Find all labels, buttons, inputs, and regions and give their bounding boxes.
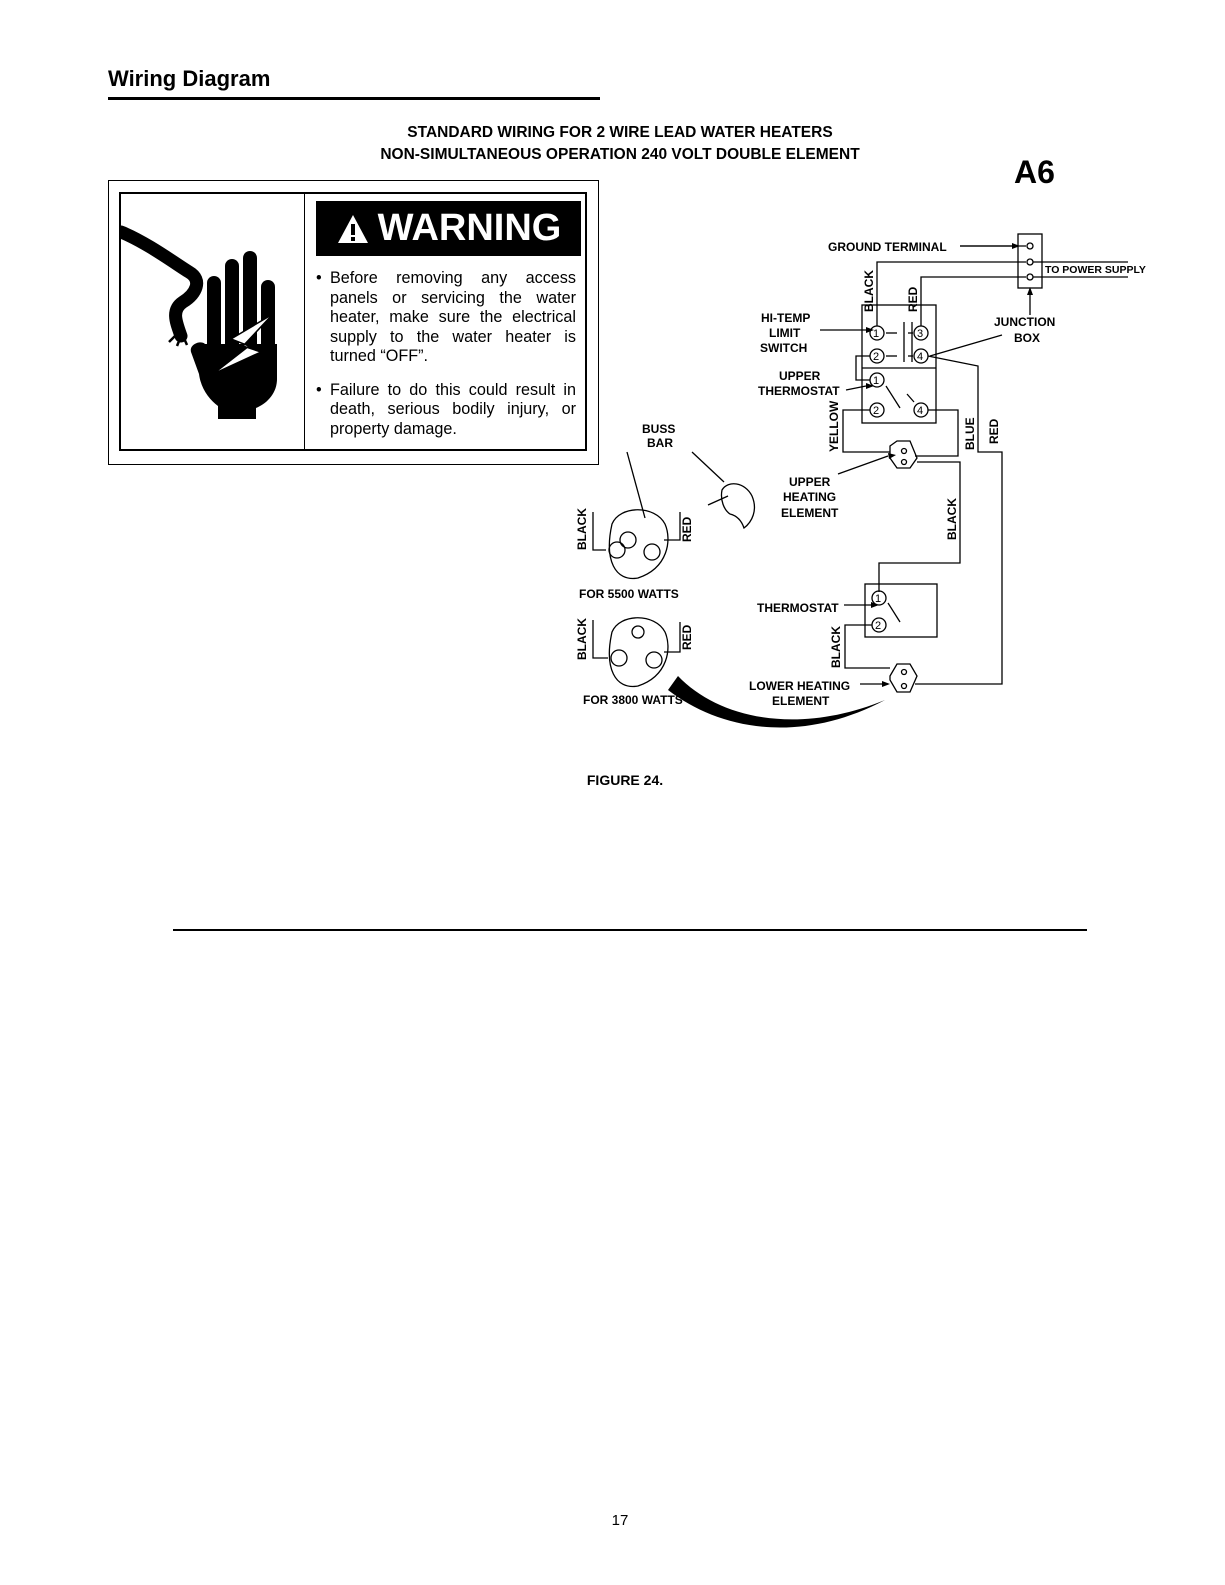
terminal-number: 1	[875, 593, 881, 605]
label-for-3800-watts: FOR 3800 WATTS	[583, 693, 683, 707]
label-junction: JUNCTION	[994, 315, 1055, 329]
label-box: BOX	[1014, 331, 1040, 345]
wire-label-red-3800: RED	[680, 624, 694, 650]
wire-label-blue: BLUE	[963, 417, 977, 450]
label-buss: BUSS	[642, 422, 675, 436]
wire-label-black-lower: BLACK	[829, 626, 843, 668]
label-lower-element-2: ELEMENT	[772, 694, 830, 708]
warning-list: Before removing any access panels or ser…	[316, 269, 576, 453]
terminal-number: 1	[873, 375, 879, 387]
electric-shock-hand-icon	[114, 194, 305, 449]
wire-label-black-3800: BLACK	[575, 618, 589, 660]
warning-item: Before removing any access panels or ser…	[316, 269, 576, 367]
diagram-title: STANDARD WIRING FOR 2 WIRE LEAD WATER HE…	[300, 122, 940, 166]
figure-caption: FIGURE 24.	[586, 772, 664, 788]
warning-item: Failure to do this could result in death…	[316, 381, 576, 440]
warning-inner-frame: WARNING Before removing any access panel…	[114, 192, 587, 453]
wire-label-red-5500: RED	[680, 516, 694, 542]
label-upper-element-1: UPPER	[789, 475, 831, 489]
diagram-title-line-1: STANDARD WIRING FOR 2 WIRE LEAD WATER HE…	[407, 124, 833, 141]
label-ground-terminal: GROUND TERMINAL	[828, 240, 947, 254]
warning-header: WARNING	[316, 201, 581, 256]
label-bar: BAR	[647, 436, 673, 450]
label-upper-thermostat: THERMOSTAT	[758, 384, 840, 398]
label-upper-element-2: HEATING	[783, 490, 836, 504]
terminal-number: 1	[873, 328, 879, 340]
terminal-number: 2	[873, 405, 879, 417]
label-lower-thermostat: THERMOSTAT	[757, 601, 839, 615]
terminal-number: 2	[873, 351, 879, 363]
terminal-number: 4	[917, 405, 923, 417]
terminal-number: 4	[917, 351, 923, 363]
bottom-rule	[173, 929, 1087, 931]
wire-label-red-right: RED	[987, 418, 1001, 444]
title-underline	[108, 97, 600, 100]
label-for-5500-watts: FOR 5500 WATTS	[579, 587, 679, 601]
wire-label-yellow: YELLOW	[827, 400, 841, 452]
label-limit: LIMIT	[769, 326, 801, 340]
section-title: Wiring Diagram	[108, 66, 271, 91]
warning-box: WARNING Before removing any access panel…	[108, 180, 599, 465]
wiring-diagram: GROUND TERMINAL TO POWER SUPPLY JUNCTION…	[575, 233, 1146, 728]
diagram-title-line-2: NON-SIMULTANEOUS OPERATION 240 VOLT DOUB…	[380, 146, 860, 163]
wire-label-black-5500: BLACK	[575, 508, 589, 550]
terminal-number: 3	[917, 328, 923, 340]
label-upper-element-3: ELEMENT	[781, 506, 839, 520]
diagram-code: A6	[1014, 154, 1055, 190]
label-hi-temp: HI-TEMP	[761, 311, 810, 325]
warning-header-text: WARNING	[377, 207, 562, 249]
label-lower-element-1: LOWER HEATING	[749, 679, 850, 693]
terminal-number: 2	[875, 620, 881, 632]
label-to-power-supply: TO POWER SUPPLY	[1045, 264, 1146, 276]
wire-label-black-right: BLACK	[945, 498, 959, 540]
label-switch: SWITCH	[760, 341, 807, 355]
wire-label-black: BLACK	[862, 270, 876, 312]
wire-label-red: RED	[906, 286, 920, 312]
warning-triangle-icon	[337, 214, 368, 243]
page-number: 17	[611, 1512, 629, 1529]
label-upper: UPPER	[779, 369, 821, 383]
